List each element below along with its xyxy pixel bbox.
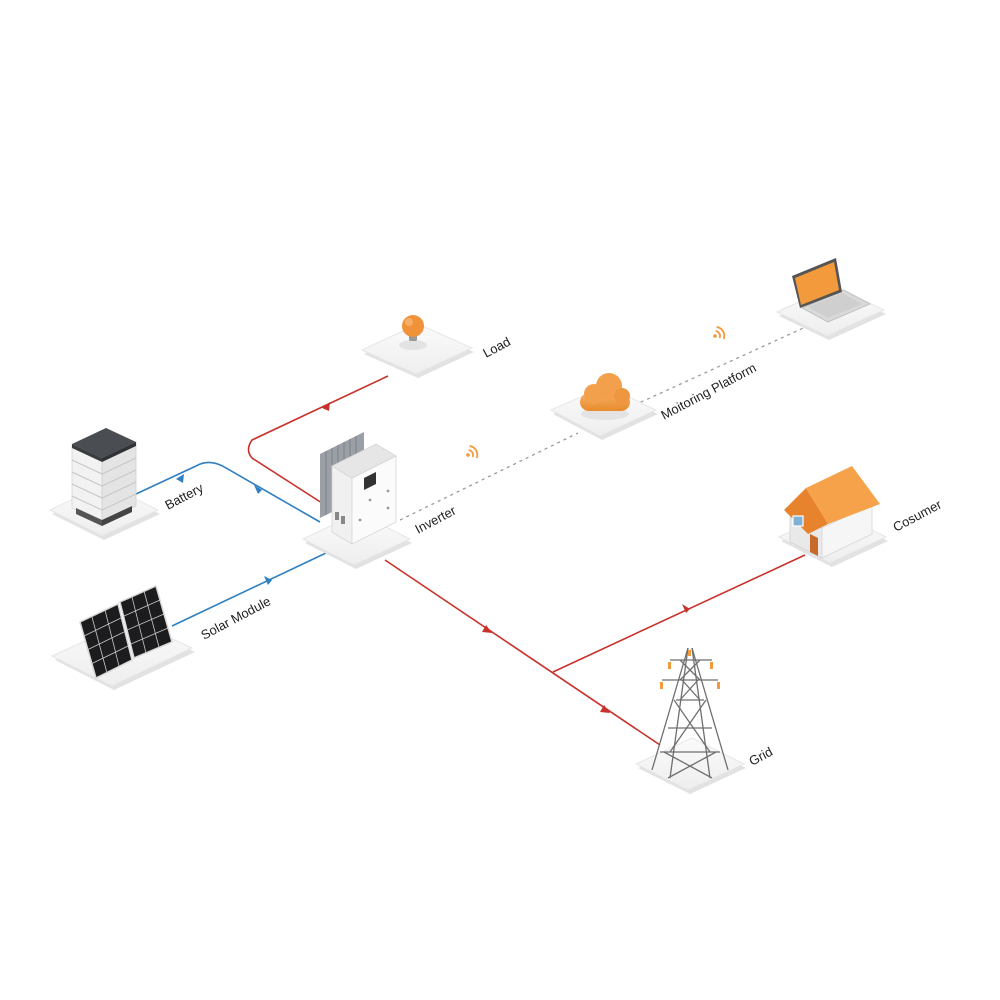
grid-node[interactable] [634,647,746,794]
consumer-node[interactable] [777,466,888,567]
arrow-marker [322,402,330,411]
wifi-signal-icon [466,445,479,459]
solar-node[interactable] [50,584,195,690]
inverter-node[interactable] [301,432,412,569]
connection-lines [135,324,811,746]
arrow-marker [264,576,272,585]
battery-stack-icon [71,428,137,526]
arrow-marker [600,705,610,713]
inverter-icon [320,432,397,545]
solar-panel-icon [79,584,173,680]
arrow-marker [482,625,492,633]
grid-label: Grid [746,744,775,769]
solar-label: Solar Module [198,593,273,642]
dc-line-battery-inverter [135,461,321,523]
insulator-marks [660,650,720,689]
platform [634,737,746,791]
laptop-icon [792,258,871,323]
battery-node[interactable] [48,428,160,540]
load-node[interactable] [360,315,474,378]
inverter-label: Inverter [412,502,459,536]
light-bulb-icon [399,315,427,350]
arrow-marker [176,474,184,483]
cloud-icon [580,373,630,420]
load-label: Load [480,334,513,361]
ac-line-inverter-grid [384,559,661,746]
ac-line-grid-consumer [552,554,806,673]
monitoring-node[interactable] [549,373,658,440]
dc-line-solar-inverter [171,552,327,627]
wifi-signal-icon [713,326,726,340]
wireless-line-cloud-laptop [627,324,811,409]
transmission-tower-icon [651,647,729,779]
arrow-marker [682,604,690,613]
house-icon [784,466,880,559]
wireless-line-inverter-cloud [399,432,579,521]
laptop-node[interactable] [775,258,886,340]
battery-label: Battery [162,480,206,513]
ac-line-inverter-load [247,375,389,504]
arrow-marker [254,485,262,494]
consumer-label: Cosumer [890,496,944,534]
monitoring-label: Moitoring Platform [658,360,758,423]
